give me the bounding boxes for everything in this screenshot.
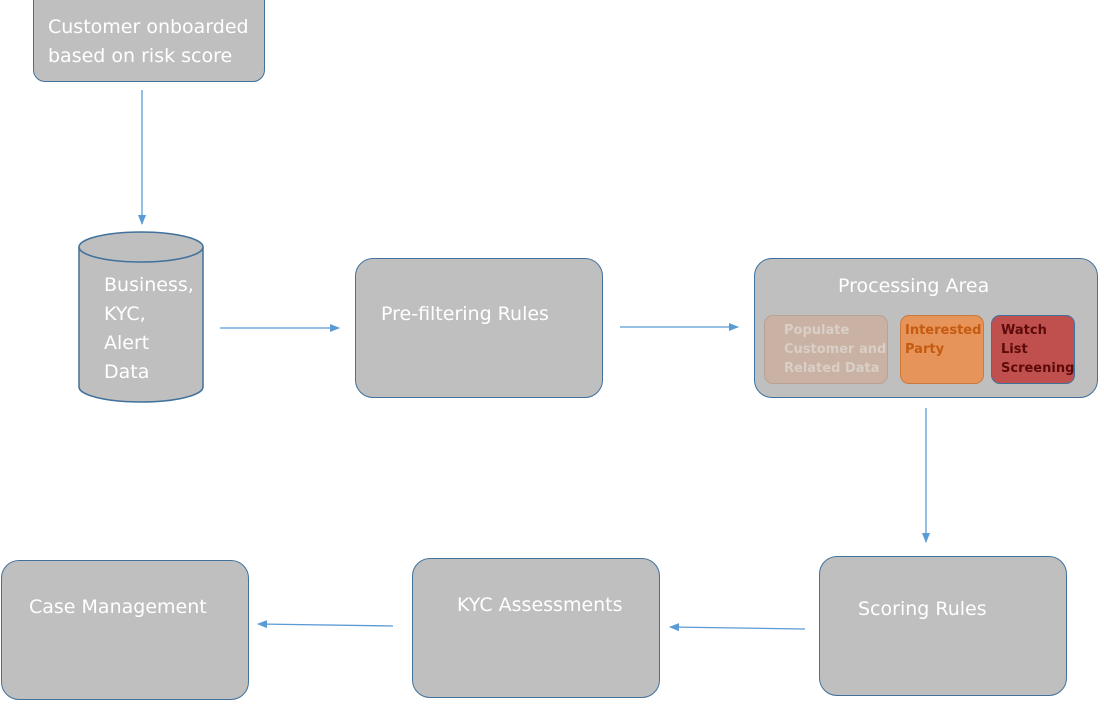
- data-store-label: Business, KYC, Alert Data: [104, 274, 194, 383]
- onboarding-node: Customer onboarded based on risk score: [33, 0, 265, 82]
- scoring-node: Scoring Rules: [819, 556, 1067, 696]
- prefilter-node: Pre-filtering Rules: [355, 258, 603, 398]
- prefilter-label: Pre-filtering Rules: [381, 303, 549, 325]
- scoring-label: Scoring Rules: [858, 598, 987, 620]
- populate-data-label: Populate Customer and Related Data: [784, 323, 887, 376]
- arrow-scoring-to-kyc: [669, 623, 806, 632]
- kyc-assessments-node: KYC Assessments: [412, 558, 660, 698]
- interested-party-label: Interested Party: [905, 323, 982, 357]
- watch-list-box: Watch List Screening: [991, 315, 1075, 384]
- processing-area-node: Processing Area Populate Customer and Re…: [754, 258, 1098, 398]
- arrow-kyc-to-case: [257, 620, 394, 629]
- data-store-cylinder: [78, 231, 204, 403]
- kyc-assessments-label: KYC Assessments: [457, 594, 623, 616]
- onboarding-label: Customer onboarded based on risk score: [48, 16, 249, 67]
- processing-area-title: Processing Area: [838, 275, 990, 297]
- watch-list-label: Watch List Screening: [1001, 323, 1075, 376]
- populate-data-box: Populate Customer and Related Data: [764, 315, 888, 384]
- case-management-label: Case Management: [29, 596, 207, 618]
- interested-party-box: Interested Party: [900, 315, 984, 384]
- case-management-node: Case Management: [1, 560, 249, 700]
